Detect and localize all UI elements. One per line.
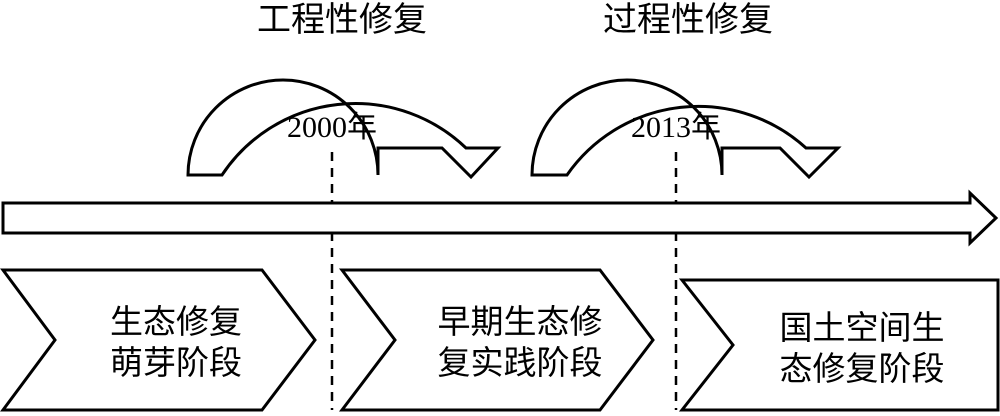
year-2000-label: 2000年 (287, 111, 377, 144)
year-2013-label: 2013年 (631, 111, 721, 144)
stage-1-label-line2: 萌芽阶段 (110, 343, 242, 382)
engineering-repair-label: 工程性修复 (257, 0, 427, 40)
stage-chevron-1 (0, 268, 317, 412)
stage-2-label-line2: 复实践阶段 (438, 343, 603, 382)
stage-3-label-line2: 态修复阶段 (780, 349, 945, 388)
curved-arrow-icon (530, 78, 842, 180)
curved-arrow-icon (186, 78, 502, 180)
stage-3-label-line1: 国土空间生 (780, 308, 945, 347)
process-repair-label: 过程性修复 (603, 0, 773, 40)
timeline-arrow (1, 189, 999, 247)
stage-chevron-2 (338, 268, 655, 412)
stage-chevron-3 (678, 278, 1000, 412)
stage-1-label-line1: 生态修复 (110, 302, 242, 341)
stage-2-label-line1: 早期生态修 (438, 302, 603, 341)
